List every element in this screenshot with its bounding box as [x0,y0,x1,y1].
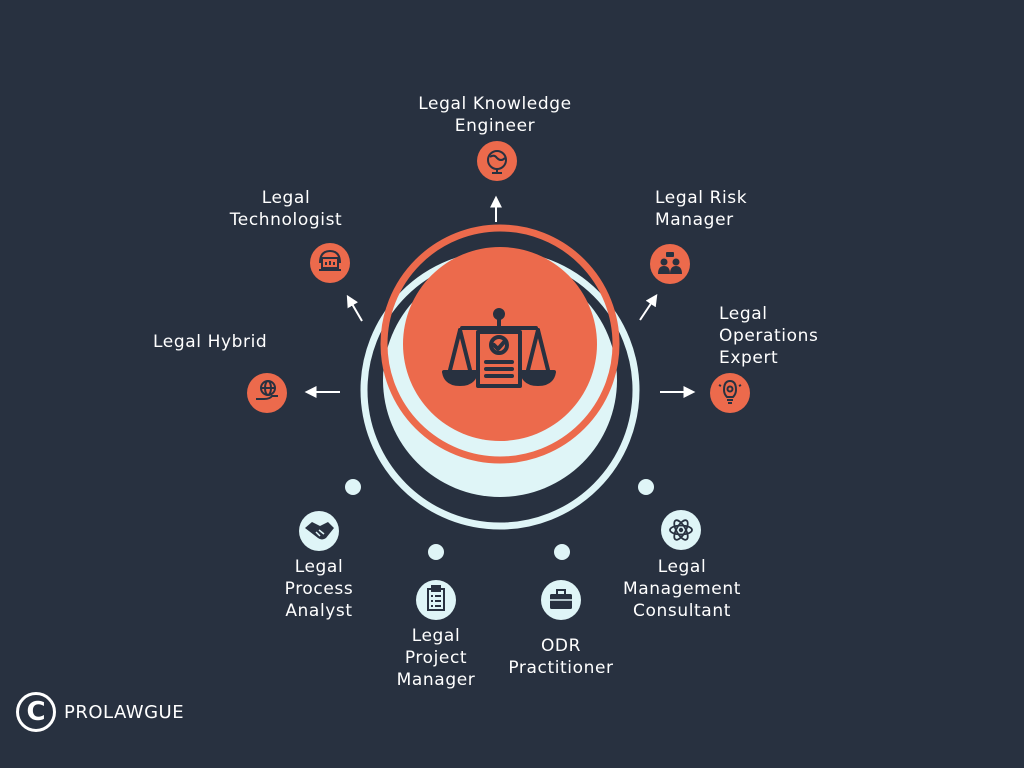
briefcase-icon [541,580,581,620]
connector-dot [638,479,654,495]
label-odr-practitioner: ODR Practitioner [508,636,614,678]
brain-globe-icon [477,141,517,181]
label-legal-management-consultant: Legal Management Consultant [623,557,741,621]
clipboard-checklist-icon [416,580,456,620]
copyright-icon: C [16,692,56,732]
handshake-icon [299,511,339,551]
scales-of-justice-checklist-icon [442,308,556,388]
arrow-to-technologist [346,294,363,322]
brand-name: PROLAWGUE [64,701,185,723]
label-legal-risk-manager: Legal Risk Manager [655,188,748,230]
label-legal-process-analyst: Legal Process Analyst [284,557,354,621]
connector-dot [345,479,361,495]
label-legal-knowledge-engineer: Legal Knowledge Engineer [418,94,572,136]
people-group-icon [650,244,690,284]
brand-logo: C PROLAWGUE [16,692,184,732]
arrow-to-risk-manager [639,294,658,321]
label-legal-operations-expert: Legal Operations Expert [719,304,819,368]
globe-hand-icon [247,373,287,413]
label-legal-hybrid: Legal Hybrid [153,332,268,352]
connector-dot [428,544,444,560]
connector-dot [554,544,570,560]
laptop-headset-icon [310,243,350,283]
lightbulb-gear-icon [710,373,750,413]
atom-icon [661,510,701,550]
label-legal-project-manager: Legal Project Manager [396,626,476,690]
orange-outline-ring [380,224,620,464]
label-legal-technologist: Legal Technologist [229,188,343,230]
